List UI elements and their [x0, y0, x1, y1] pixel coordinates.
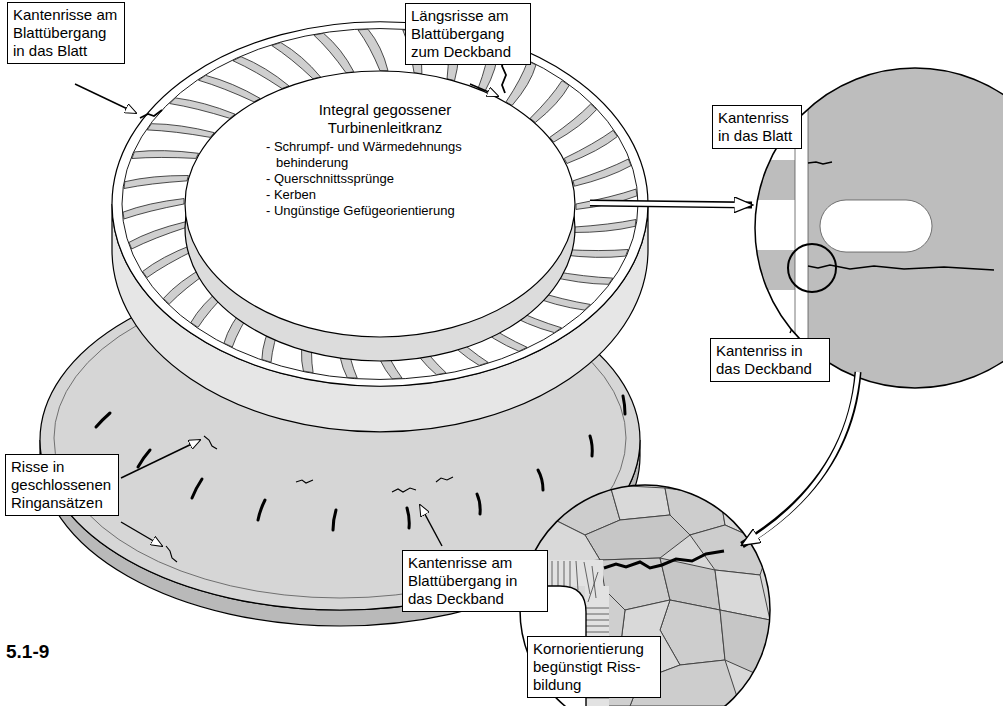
- callout-text: Kornorientierung begünstigt Riss- bildun…: [533, 640, 655, 694]
- callout-text: Kantenrisse am Blattübergang in das Blat…: [13, 6, 119, 60]
- callout-text: Kantenriss in das Blatt: [718, 109, 796, 145]
- callout-box: Kornorientierung begünstigt Riss- bildun…: [527, 636, 661, 698]
- callout-box: Kantenrisse am Blattübergang in das Blat…: [7, 2, 125, 64]
- callout-box: Kantenriss in das Deckband: [710, 338, 830, 382]
- callout-text: Kantenriss in das Deckband: [716, 342, 824, 378]
- callout-text: Kantenrisse am Blattübergang in das Deck…: [408, 554, 542, 608]
- callout-box: Längsrisse am Blattübergang zum Deckband: [405, 3, 531, 65]
- callout-box: Kantenrisse am Blattübergang in das Deck…: [402, 550, 548, 612]
- callout-text: Längsrisse am Blattübergang zum Deckband: [411, 7, 525, 61]
- cause-item: - Kerben: [266, 187, 504, 203]
- cause-item: - Ungünstige Gefügeorientierung: [266, 203, 504, 219]
- ring-text-block: Integral gegossener Turbinenleitkranz- S…: [266, 101, 504, 219]
- figure-number: 5.1-9: [6, 641, 49, 663]
- cause-item: - Querschnittssprünge: [266, 171, 504, 187]
- callout-box: Kantenriss in das Blatt: [712, 105, 802, 149]
- cause-item: - Schrumpf- und Wärmedehnungs behinderun…: [266, 139, 504, 171]
- callout-box: Risse in geschlossenen Ringansätzen: [5, 454, 119, 516]
- component-title: Integral gegossener Turbinenleitkranz: [266, 101, 504, 137]
- callout-text: Risse in geschlossenen Ringansätzen: [11, 458, 113, 512]
